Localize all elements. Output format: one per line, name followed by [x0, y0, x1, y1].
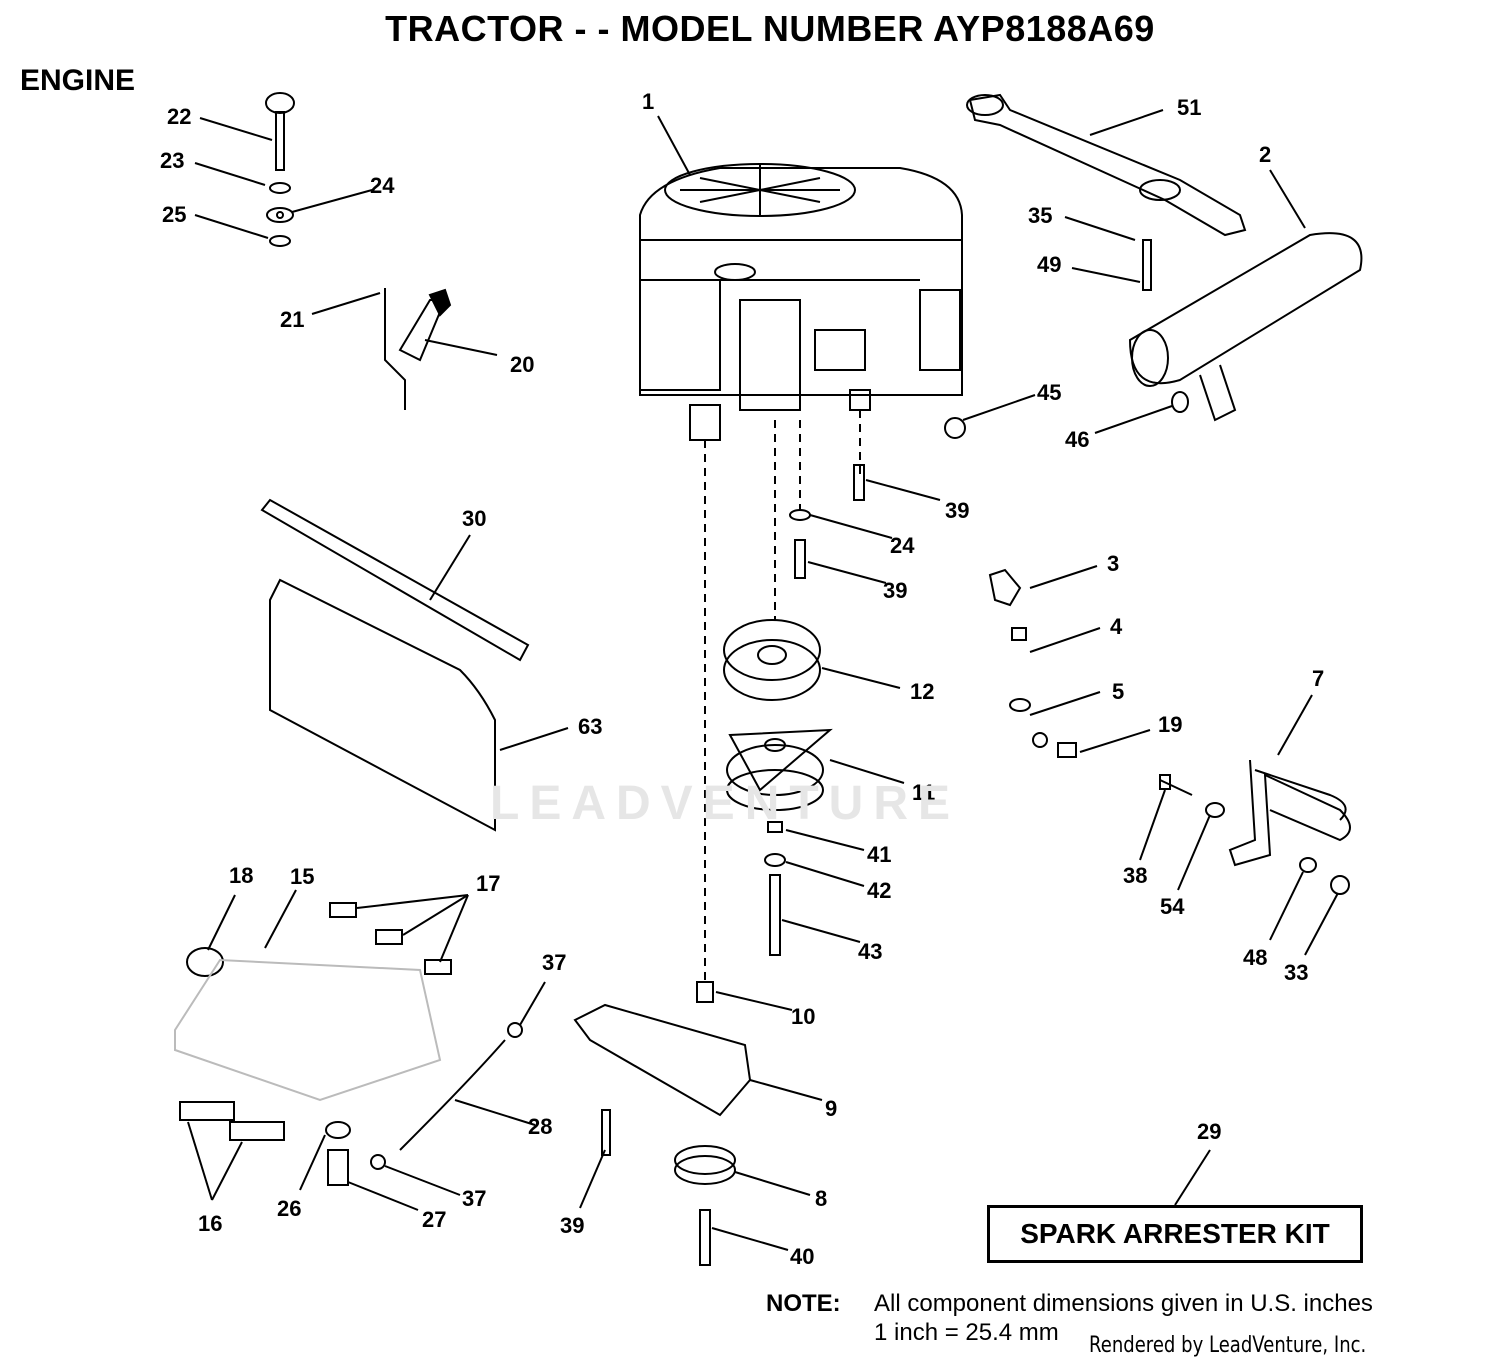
callout: 42	[867, 878, 891, 903]
callout: 16	[198, 1211, 222, 1236]
engine-part	[639, 163, 963, 441]
callout: 24	[370, 173, 395, 198]
note-conversion: 1 inch = 25.4 mm	[874, 1319, 1059, 1346]
callout: 39	[560, 1213, 584, 1238]
callout: 8	[815, 1186, 827, 1211]
callout: 41	[867, 842, 891, 867]
callout: 37	[542, 950, 566, 975]
callout: 30	[462, 506, 486, 531]
pulley-part	[723, 619, 821, 701]
callout: 25	[162, 202, 186, 227]
callout: 9	[825, 1096, 837, 1121]
watermark: LEADVENTURE	[490, 777, 961, 830]
spark-arrester-kit-label: SPARK ARRESTER KIT	[987, 1205, 1363, 1263]
callout: 51	[1177, 95, 1201, 120]
page-title: TRACTOR - - MODEL NUMBER AYP8188A69	[385, 8, 1155, 49]
callout: 37	[462, 1186, 486, 1211]
callout: 5	[1112, 679, 1124, 704]
callout: 45	[1037, 380, 1061, 405]
callout: 15	[290, 864, 314, 889]
callout: 12	[910, 679, 934, 704]
callout: 3	[1107, 551, 1119, 576]
callout: 2	[1259, 142, 1271, 167]
callout: 43	[858, 939, 882, 964]
callout: 21	[280, 307, 304, 332]
callout: 22	[167, 104, 191, 129]
baffle-part	[260, 498, 530, 832]
callout: 49	[1037, 252, 1061, 277]
credit-line: Rendered by LeadVenture, Inc.	[1089, 1333, 1367, 1358]
callout: 1	[642, 89, 654, 114]
exhaust-pipe-part	[966, 93, 1247, 237]
callout: 18	[229, 863, 253, 888]
callout-numbers: 22 23 24 25 21 20 1 51 2 35 49 45 46 39 …	[160, 89, 1324, 1269]
note-label: NOTE:	[766, 1290, 841, 1317]
callout: 4	[1110, 614, 1123, 639]
muffler-part	[1128, 232, 1363, 422]
section-heading: ENGINE	[20, 64, 136, 97]
callout: 19	[1158, 712, 1182, 737]
callout: 28	[528, 1114, 552, 1139]
callout: 39	[883, 578, 907, 603]
callout: 17	[476, 871, 500, 896]
callout: 29	[1197, 1119, 1221, 1144]
note-text: All component dimensions given in U.S. i…	[874, 1290, 1373, 1317]
engine-plate-part	[573, 1003, 752, 1117]
callout: 24	[890, 533, 915, 558]
callout: 54	[1160, 894, 1185, 919]
callout: 10	[791, 1004, 815, 1029]
clutch-part	[726, 728, 833, 811]
leader-lines	[187, 109, 1339, 1251]
callout: 27	[422, 1207, 446, 1232]
callout: 48	[1243, 945, 1267, 970]
callout: 40	[790, 1244, 814, 1269]
callout: 35	[1028, 203, 1052, 228]
callout: 33	[1284, 960, 1308, 985]
callout: 38	[1123, 863, 1147, 888]
callout: 11	[912, 780, 935, 805]
callout: 7	[1312, 666, 1324, 691]
callout: 46	[1065, 427, 1089, 452]
callout: 26	[277, 1196, 301, 1221]
callout: 39	[945, 498, 969, 523]
callout: 20	[510, 352, 534, 377]
bracket-part	[1228, 759, 1351, 867]
callout: 63	[578, 714, 602, 739]
callout: 23	[160, 148, 184, 173]
